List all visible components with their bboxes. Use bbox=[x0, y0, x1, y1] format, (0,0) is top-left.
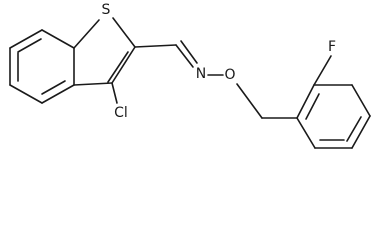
chemical-structure: S Cl N O F bbox=[9, 2, 371, 149]
bond bbox=[296, 84, 315, 119]
fluorophenyl-ring bbox=[296, 55, 371, 149]
bond bbox=[111, 46, 136, 84]
bond bbox=[236, 83, 263, 119]
sulfur-label: S bbox=[102, 2, 111, 18]
oxygen-label: O bbox=[224, 67, 235, 83]
double-bond-inner bbox=[17, 38, 42, 53]
benzo-ring bbox=[9, 29, 75, 104]
bond bbox=[73, 19, 100, 49]
chlorine-label: Cl bbox=[114, 105, 128, 121]
double-bond-inner bbox=[346, 116, 362, 142]
double-bond-inner bbox=[107, 51, 129, 83]
bond bbox=[73, 82, 113, 86]
fluorine-label: F bbox=[328, 39, 336, 55]
bond bbox=[41, 29, 75, 49]
nitrogen-label: N bbox=[196, 66, 206, 82]
bond bbox=[41, 84, 75, 104]
bond bbox=[9, 84, 43, 104]
bond-c-f bbox=[313, 55, 332, 86]
bond bbox=[175, 44, 194, 68]
bond bbox=[112, 17, 136, 48]
double-bond-inner bbox=[41, 80, 66, 95]
bond bbox=[351, 115, 371, 149]
thiophene-ring bbox=[73, 17, 136, 86]
double-bond-inner bbox=[305, 93, 320, 120]
bond-c-cl bbox=[111, 82, 118, 104]
bond bbox=[351, 84, 371, 117]
oxime-chain bbox=[134, 40, 298, 119]
double-bond-inner bbox=[180, 40, 198, 64]
bond bbox=[296, 117, 316, 149]
bond bbox=[9, 29, 43, 49]
bond bbox=[134, 44, 177, 48]
